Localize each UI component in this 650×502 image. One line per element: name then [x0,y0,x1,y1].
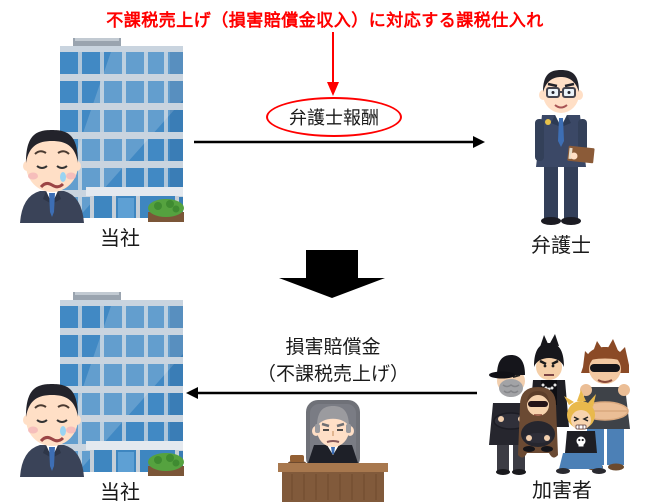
annotation-title: 不課税売上げ（損害賠償金収入）に対応する課税仕入れ [106,11,544,31]
perpetrators-label: 加害者 [532,478,592,502]
perpetrators-illustration [483,333,647,475]
company-illustration-top [18,38,188,223]
judge-illustration [272,397,394,502]
down-arrow-icon [279,250,385,298]
company-label-bottom: 当社 [100,480,140,502]
company-label-top: 当社 [100,226,140,250]
red-pointer-arrow-icon [327,32,339,96]
lawyer-fee-label: 弁護士報酬 [289,108,379,129]
damages-label-line1: 損害賠償金 [285,336,381,358]
damages-label-line2: （不課税売上げ） [256,363,409,385]
highlight-ellipse: 弁護士報酬 [266,97,402,137]
right-arrow-icon [194,136,485,148]
lawyer-label: 弁護士 [531,233,591,257]
lawyer-illustration [516,63,606,233]
left-arrow-icon [186,387,477,399]
company-illustration-bottom [18,292,188,477]
